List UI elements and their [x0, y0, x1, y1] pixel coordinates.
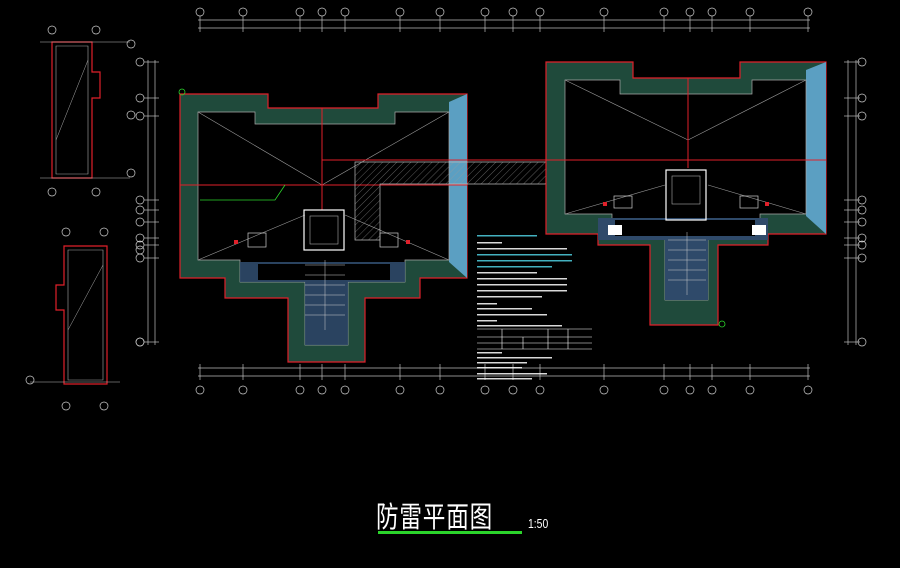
- grid-bubble: [857, 253, 867, 263]
- grid-bubble: [857, 93, 867, 103]
- grid-bubble: [91, 187, 101, 197]
- title-underline: [378, 531, 522, 534]
- small-plan-bottom: [30, 245, 120, 385]
- note-text-line: [477, 320, 497, 322]
- grid-bubble: [238, 7, 248, 17]
- grid-bubble: [435, 385, 445, 395]
- grid-bubble: [480, 7, 490, 17]
- grid-bubble: [508, 385, 518, 395]
- grid-bubble: [295, 7, 305, 17]
- note-text-line: [477, 367, 522, 369]
- grid-bubble: [857, 337, 867, 347]
- note-text-line: [477, 266, 552, 268]
- grid-bubble: [803, 7, 813, 17]
- grid-bubble: [707, 7, 717, 17]
- grid-bubble: [135, 337, 145, 347]
- note-text-line: [477, 352, 502, 354]
- grid-bubble: [135, 205, 145, 215]
- grid-bubble: [857, 240, 867, 250]
- note-text-line: [477, 308, 532, 310]
- grid-bubble: [47, 25, 57, 35]
- grid-bubble: [599, 7, 609, 17]
- grid-bubble: [126, 39, 136, 49]
- grid-bubble: [535, 7, 545, 17]
- grid-bubble: [857, 195, 867, 205]
- grid-bubble: [745, 385, 755, 395]
- grid-bubble: [135, 240, 145, 250]
- grid-bubble: [435, 7, 445, 17]
- grid-bubble: [195, 7, 205, 17]
- grid-bubble: [126, 168, 136, 178]
- grid-bubble: [238, 385, 248, 395]
- grid-bubble: [25, 375, 35, 385]
- grid-bubble: [126, 110, 136, 120]
- note-text-line: [477, 248, 567, 250]
- grid-bubble: [135, 195, 145, 205]
- note-text-line: [477, 242, 502, 244]
- grid-bubble: [340, 385, 350, 395]
- grid-bubble: [535, 385, 545, 395]
- grid-bubble: [857, 233, 867, 243]
- note-text-line: [477, 362, 527, 364]
- note-text-line: [477, 378, 532, 380]
- grid-bubble: [685, 385, 695, 395]
- note-text-line: [477, 325, 562, 327]
- note-text-line: [477, 272, 537, 274]
- grid-bubble: [745, 7, 755, 17]
- note-text-line: [477, 373, 547, 375]
- grid-bubble: [857, 217, 867, 227]
- grid-bubble: [135, 57, 145, 67]
- note-text-line: [477, 278, 567, 280]
- grid-bubble: [135, 245, 145, 255]
- drawing-title: 防雷平面图: [376, 500, 494, 534]
- grid-bubble: [803, 385, 813, 395]
- note-text-line: [477, 303, 497, 305]
- grid-bubble: [135, 93, 145, 103]
- note-text-line: [477, 260, 572, 262]
- note-text-line: [477, 296, 542, 298]
- grid-bubble: [99, 227, 109, 237]
- grid-bubble: [659, 385, 669, 395]
- grid-bubble: [508, 7, 518, 17]
- grid-bubble: [135, 253, 145, 263]
- left-building-roof: [179, 93, 468, 363]
- grid-bubble: [317, 385, 327, 395]
- grid-bubble: [195, 385, 205, 395]
- grid-bubble: [61, 401, 71, 411]
- right-building-roof: [178, 61, 827, 328]
- grid-bubble: [91, 25, 101, 35]
- small-plan-top: [40, 41, 130, 179]
- grid-bubble: [685, 7, 695, 17]
- grid-bubble: [135, 217, 145, 227]
- note-text-line: [477, 235, 537, 237]
- grid-bubble: [857, 57, 867, 67]
- grid-bubble: [47, 187, 57, 197]
- grid-bubble: [61, 227, 71, 237]
- grid-bubble: [395, 7, 405, 17]
- note-text-line: [477, 314, 547, 316]
- grid-bubble: [99, 401, 109, 411]
- grid-bubble: [340, 7, 350, 17]
- note-text-line: [477, 290, 567, 292]
- grid-bubble: [317, 7, 327, 17]
- grid-bubble: [395, 385, 405, 395]
- grid-bubble: [135, 233, 145, 243]
- grid-bubble: [135, 111, 145, 121]
- drawing-scale: 1:50: [528, 516, 549, 531]
- grid-bubble: [599, 385, 609, 395]
- grid-bubble: [295, 385, 305, 395]
- grid-axis-bubbles: [25, 7, 867, 411]
- note-text-line: [477, 284, 567, 286]
- grid-bubble: [707, 385, 717, 395]
- note-text-line: [477, 357, 552, 359]
- grid-bubble: [480, 385, 490, 395]
- design-notes-block: [477, 235, 592, 380]
- dimension-lines: [144, 16, 860, 380]
- grid-bubble: [857, 111, 867, 121]
- grid-bubble: [659, 7, 669, 17]
- note-text-line: [477, 254, 572, 256]
- grid-bubble: [857, 205, 867, 215]
